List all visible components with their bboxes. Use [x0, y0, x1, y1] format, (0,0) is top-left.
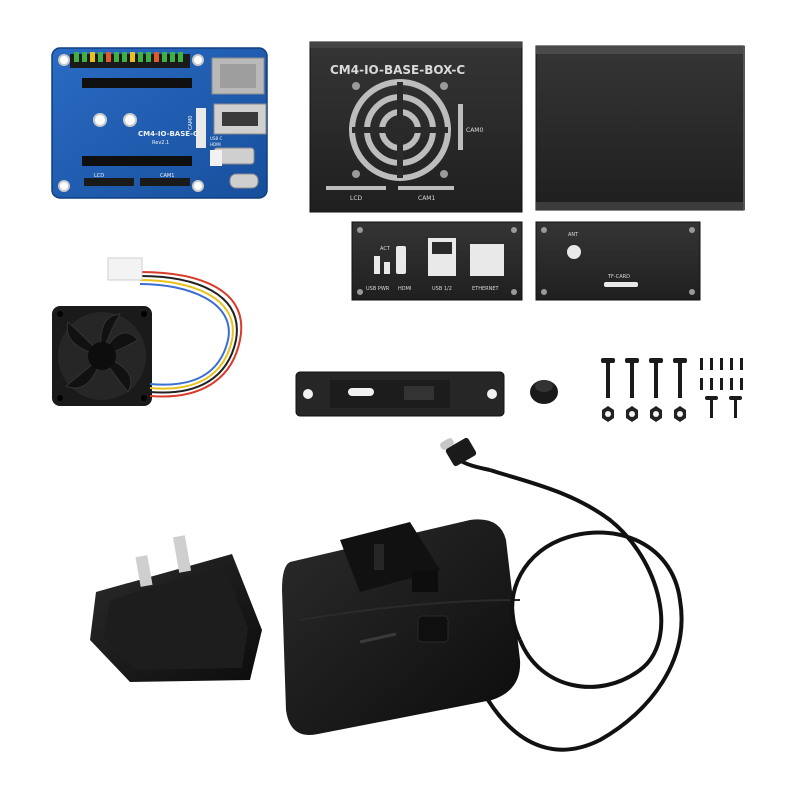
ethernet-cutout	[470, 244, 504, 276]
usb-c-plug	[440, 437, 477, 467]
front-hdmi-label: HDMI	[398, 286, 411, 292]
case-bottom-shell	[535, 45, 745, 211]
case-lcd-label: LCD	[350, 195, 363, 202]
board-hdmi-label: HDMI	[210, 142, 221, 147]
case-title: CM4-IO-BASE-BOX-C	[330, 63, 465, 77]
nuts-set	[602, 406, 686, 422]
front-ethernet-label: ETHERNET	[472, 286, 500, 292]
antenna-hole	[567, 245, 581, 259]
cm4-io-base-board: CM4-IO-BASE-C Rev2.1 CAM0 LCD CAM1 USB C…	[51, 47, 268, 199]
back-panel: ANT TF-CARD	[535, 221, 701, 301]
back-ant-label: ANT	[568, 232, 579, 238]
us-plug-adapter	[90, 535, 262, 682]
front-panel: ACT USB PWR HDMI USB 1/2 ETHERNET	[351, 221, 523, 301]
board-usbc-label: USB C	[210, 136, 222, 141]
front-usbpwr-label: USB PWR	[366, 286, 390, 292]
cam1-slot	[398, 186, 454, 190]
cm4-connector-bottom	[82, 156, 192, 166]
power-supply-adapter	[282, 519, 521, 735]
usb-pwr-cutout	[374, 256, 380, 274]
board-cam0-label: CAM0	[188, 116, 194, 130]
board-lcd-label: LCD	[94, 173, 104, 179]
fan-grill	[349, 79, 451, 181]
front-usb12-label: USB 1/2	[432, 286, 452, 292]
cam0-connector	[196, 108, 206, 148]
fan-cable	[139, 271, 243, 398]
case-cam1-label: CAM1	[418, 195, 435, 202]
screws-set	[601, 358, 743, 418]
lcd-slot	[326, 186, 386, 190]
case-top-shell: CM4-IO-BASE-BOX-C CAM0 LCD CAM1	[309, 41, 523, 213]
board-name: CM4-IO-BASE-C	[138, 130, 198, 138]
hdmi-cutout	[396, 246, 406, 274]
fan-connector	[107, 257, 143, 281]
din-rail-bracket	[295, 371, 505, 417]
cam0-slot	[458, 104, 463, 150]
board-cam1-label: CAM1	[160, 173, 174, 179]
rubber-grommet	[530, 380, 558, 404]
usb-c-port	[229, 173, 259, 189]
back-tfcard-label: TF-CARD	[607, 274, 630, 280]
tf-card-slot	[604, 282, 638, 287]
case-cam0-label: CAM0	[466, 127, 483, 134]
cm4-connector-top	[82, 78, 192, 88]
front-act-label: ACT	[380, 246, 391, 252]
cooling-fan	[52, 306, 152, 406]
board-rev: Rev2.1	[152, 140, 169, 146]
